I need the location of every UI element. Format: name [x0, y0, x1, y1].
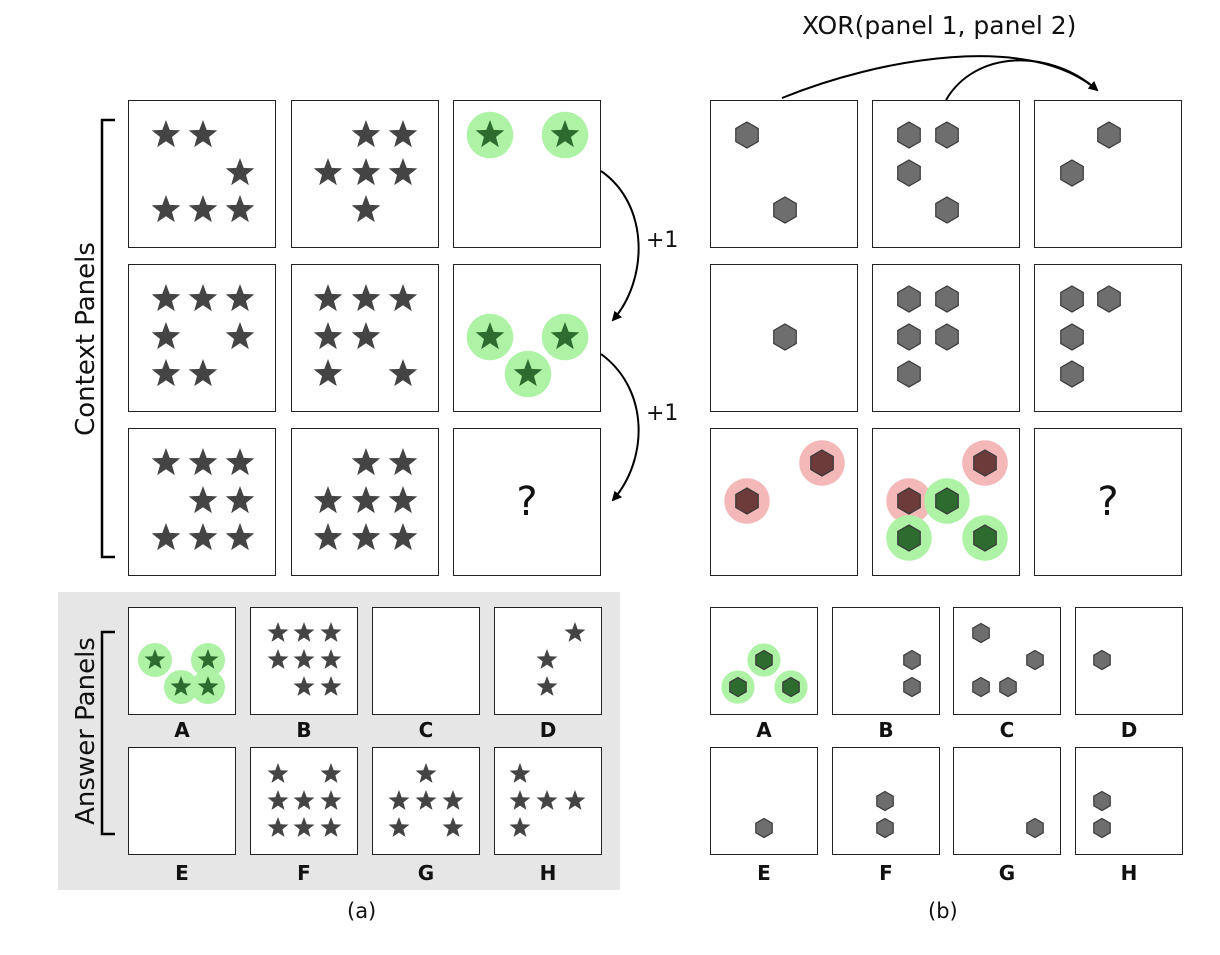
context-panel-b-7 [710, 428, 858, 576]
xor-arrow-from-panel-1 [781, 55, 1099, 99]
answer-panel-a-H[interactable] [494, 747, 602, 855]
context-panel-a-9 [453, 428, 601, 576]
context-panel-b-6 [1034, 264, 1182, 412]
answer-letter-a-B: B [296, 718, 312, 742]
answer-panel-b-A[interactable] [710, 607, 818, 715]
answer-letter-a-D: D [539, 718, 557, 742]
context-panel-a-1 [128, 100, 276, 248]
answer-letter-a-F: F [297, 861, 311, 885]
xor-arrow-from-panel-2 [945, 59, 1098, 101]
answer-letter-b-H: H [1120, 861, 1138, 885]
context-panel-a-2 [291, 100, 439, 248]
answer-letter-a-H: H [539, 861, 557, 885]
xor-annotation: XOR(panel 1, panel 2) [802, 11, 1077, 40]
answer-panel-b-F[interactable] [832, 747, 940, 855]
context-panels-label: Context Panels [71, 242, 101, 436]
plus-one-annotation-1: +1 [646, 228, 679, 253]
answer-panels-label: Answer Panels [71, 637, 101, 825]
context-panel-a-7 [128, 428, 276, 576]
answer-letter-a-A: A [174, 718, 190, 742]
answer-panel-b-B[interactable] [832, 607, 940, 715]
answer-panel-b-D[interactable] [1075, 607, 1183, 715]
answer-letter-a-G: G [417, 861, 435, 885]
context-panel-b-5 [872, 264, 1020, 412]
answer-panel-a-G[interactable] [372, 747, 480, 855]
answer-panel-b-G[interactable] [953, 747, 1061, 855]
context-panel-a-4 [128, 264, 276, 412]
plus-one-arrow-2 [600, 353, 640, 502]
answer-letter-b-F: F [879, 861, 893, 885]
answer-letter-a-C: C [418, 718, 434, 742]
answer-letter-b-G: G [998, 861, 1016, 885]
answer-panel-a-E[interactable] [128, 747, 236, 855]
context-panel-b-4 [710, 264, 858, 412]
context-panel-a-6 [453, 264, 601, 412]
answer-panel-a-C[interactable] [372, 607, 480, 715]
context-panel-b-9 [1034, 428, 1182, 576]
answer-letter-b-D: D [1120, 718, 1138, 742]
answer-panel-a-A[interactable] [128, 607, 236, 715]
answer-panel-a-F[interactable] [250, 747, 358, 855]
answer-panel-a-B[interactable] [250, 607, 358, 715]
answer-letter-b-E: E [757, 861, 771, 885]
answer-panel-a-D[interactable] [494, 607, 602, 715]
answer-letter-b-A: A [756, 718, 772, 742]
context-panel-a-3 [453, 100, 601, 248]
answer-panel-b-C[interactable] [953, 607, 1061, 715]
context-panel-b-8 [872, 428, 1020, 576]
answer-letter-b-C: C [999, 718, 1015, 742]
context-panel-a-8 [291, 428, 439, 576]
subfigure-label-b: (b) [928, 899, 958, 923]
context-panel-a-5 [291, 264, 439, 412]
context-panel-b-2 [872, 100, 1020, 248]
question-mark-a: ? [516, 479, 538, 525]
question-mark-b: ? [1097, 479, 1119, 525]
subfigure-label-a: (a) [347, 899, 377, 923]
plus-one-annotation-2: +1 [646, 401, 679, 426]
answer-letter-b-B: B [878, 718, 894, 742]
answer-panel-b-H[interactable] [1075, 747, 1183, 855]
context-panel-b-3 [1034, 100, 1182, 248]
context-panel-b-1 [710, 100, 858, 248]
answer-panel-b-E[interactable] [710, 747, 818, 855]
answer-letter-a-E: E [175, 861, 189, 885]
plus-one-arrow-1 [600, 170, 640, 322]
